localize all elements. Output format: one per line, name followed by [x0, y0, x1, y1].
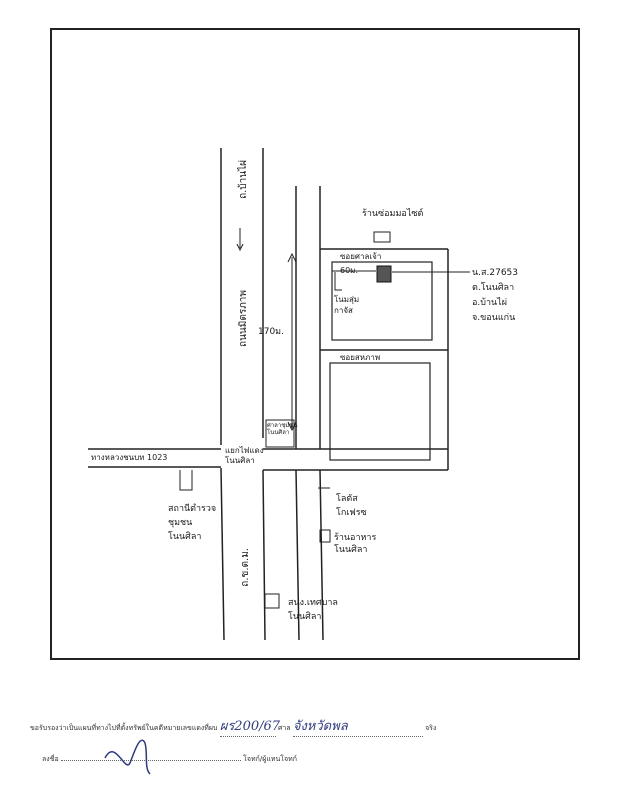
- court-label: ศาล: [277, 724, 291, 732]
- deed-number: น.ส.27653: [472, 268, 518, 278]
- map-frame: [50, 28, 580, 660]
- certify-suffix: จริง: [425, 724, 437, 732]
- lotus-label: โลตัส โกเฟรซ: [336, 494, 367, 518]
- police-label: สถานีตำรวจ ชุมชน โนนศิลา: [168, 504, 217, 542]
- sign-label: ลงชื่อ: [42, 755, 59, 763]
- case-number: ผร200/67: [219, 715, 280, 737]
- cross-road-label: ทางหลวงชนบท 1023: [91, 453, 168, 462]
- distance-horizontal-label: 60ม.: [340, 266, 358, 275]
- certify-prefix: ขอรับรองว่าเป็นแผนที่ทางไปที่ตั้งทรัพย์ใ…: [30, 724, 218, 732]
- signature-scribble: [104, 739, 151, 775]
- road-label-top: ถ.บ้านไผ่: [238, 160, 249, 199]
- signature-field: [60, 752, 241, 761]
- road-label-main: ถนนมิตรภาพ: [238, 290, 249, 347]
- province: จ.ขอนแก่น: [472, 313, 516, 323]
- property-info: น.ส.27653 ต.โนนศิลา อ.บ้านไผ่ จ.ขอนแก่น: [472, 266, 518, 326]
- soi-top-label: ซอยศาลเจ้า: [340, 252, 382, 261]
- road-label-bottom: ถ.ข.ต.ม.: [240, 548, 251, 587]
- property-marker: [376, 265, 392, 283]
- subdistrict: ต.โนนศิลา: [472, 283, 515, 293]
- cross-road: [88, 448, 448, 471]
- signature-line: ลงชื่อ โจทก์/ผู้แทนโจทก์: [42, 752, 297, 765]
- main-road: [220, 148, 266, 641]
- school-label: สนง.เทศบาล โนนศิลา: [288, 598, 338, 622]
- distance-vertical-label: 170ม.: [258, 327, 284, 337]
- homes-label: โนมสุ่ม กาจัส: [334, 295, 360, 315]
- shop-top-label: ร้านซ่อมมอไซต์: [362, 209, 424, 219]
- court-name: จังหวัดพล: [292, 715, 423, 737]
- side-road: [295, 186, 449, 641]
- temple-box: [265, 419, 295, 448]
- shop-lower-label: ร้านอาหาร โนนศิลา: [334, 533, 377, 555]
- certification-line: ขอรับรองว่าเป็นแผนที่ทางไปที่ตั้งทรัพย์ใ…: [30, 715, 436, 737]
- intersection-label: แยกไฟแดง โนนศิลา: [225, 446, 264, 465]
- district: อ.บ้านไผ่: [472, 298, 507, 308]
- block-lower: [329, 362, 431, 461]
- block-upper: [331, 261, 433, 341]
- soi-mid-label: ซอยสหภาพ: [340, 353, 381, 362]
- signer-role: โจทก์/ผู้แทนโจทก์: [243, 755, 297, 763]
- shop-top-box: [373, 231, 391, 243]
- temple-label: ศาลาชุมชน โนนศิลา: [267, 422, 298, 436]
